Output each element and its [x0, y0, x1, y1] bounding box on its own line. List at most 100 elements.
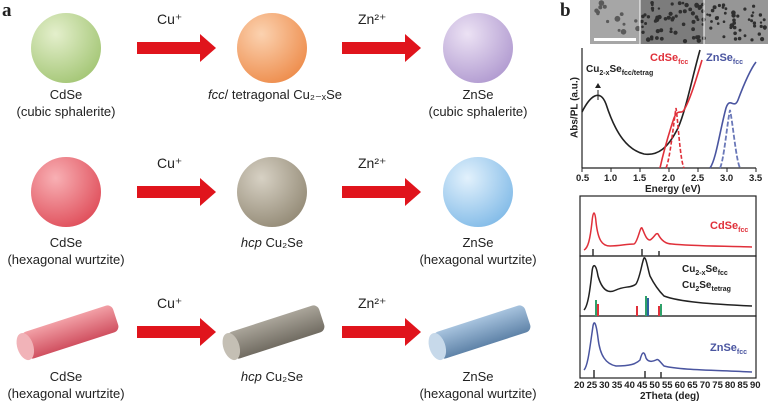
- xrd-plot-frame: [579, 195, 757, 379]
- nanocrystal-dot: [657, 7, 661, 10]
- nanocrystal-dot: [721, 6, 725, 9]
- two-theta-tick-7: 55: [662, 380, 673, 391]
- nanocrystal-dot: [722, 35, 726, 39]
- panel-b-graphics: [579, 0, 768, 379]
- row3-start-desc: (hexagonal wurtzite): [7, 386, 125, 401]
- row2-middle-label: hcp Cu₂Se: [212, 234, 332, 251]
- xrd-cu2xse-pattern: [583, 257, 753, 311]
- nanocrystal-dot: [758, 13, 763, 17]
- nanocrystal-dot: [598, 0, 605, 6]
- energy-tick-3: 2.0: [662, 173, 676, 184]
- energy-xlabel: Energy (eV): [645, 184, 701, 195]
- znse-rod: [428, 305, 531, 361]
- nanocrystal-dot: [655, 29, 660, 34]
- nanocrystal-dot: [697, 6, 702, 10]
- two-theta-tick-9: 65: [687, 380, 698, 391]
- two-theta-tick-10: 70: [699, 380, 711, 391]
- row1-end-desc: (cubic sphalerite): [428, 104, 528, 119]
- nanocrystal-dot: [671, 16, 675, 20]
- nanocrystal-dot: [645, 37, 651, 42]
- row2-end-desc: (hexagonal wurtzite): [419, 252, 537, 267]
- xrd-cdse-pattern: [583, 212, 753, 251]
- energy-tick-0: 0.5: [576, 173, 590, 184]
- nanocrystal-dot: [716, 22, 720, 25]
- nanocrystal-dot: [763, 27, 767, 30]
- nanocrystal-dot: [751, 11, 755, 14]
- arrow-row2-cu: [137, 178, 216, 206]
- cu2xse-absorption-curve: [581, 49, 701, 156]
- nanocrystal-dot: [757, 32, 761, 36]
- nanocrystal-dot: [620, 29, 627, 35]
- arrow-row2-zn: [342, 178, 421, 206]
- energy-tick-6: 3.5: [749, 173, 763, 184]
- nanocrystal-dot: [710, 20, 713, 23]
- energy-tick-5: 3.0: [720, 173, 734, 184]
- xrd-cdse-ticks: [592, 249, 660, 256]
- nanocrystal-dot: [759, 21, 763, 24]
- row1-start-label: CdSe (cubic sphalerite): [6, 86, 126, 120]
- nanocrystal-dot: [678, 9, 683, 14]
- nanocrystal-dot: [617, 28, 621, 32]
- two-theta-tick-5: 45: [636, 380, 648, 391]
- nanocrystal-dot: [640, 19, 644, 24]
- nanocrystal-dot: [614, 15, 621, 22]
- znse-cubic-sphere: [443, 13, 513, 83]
- nanocrystal-dot: [641, 30, 645, 34]
- nanocrystal-dot: [659, 36, 664, 41]
- row3-end-desc: (hexagonal wurtzite): [419, 386, 537, 401]
- cdse-cubic-sphere: [31, 13, 101, 83]
- nanocrystal-dot: [655, 36, 659, 40]
- znse-hex-sphere: [443, 157, 513, 227]
- nanocrystal-dot: [691, 27, 695, 32]
- nanocrystal-dot: [736, 14, 740, 18]
- cdse-rod: [16, 305, 119, 361]
- nanocrystal-dot: [724, 7, 728, 11]
- nanocrystal-dot: [731, 13, 736, 18]
- nanocrystal-dot: [750, 19, 754, 23]
- nanocrystal-dot: [722, 20, 726, 24]
- abs-pl-plot-frame: [581, 48, 757, 172]
- two-theta-tick-0: 20: [574, 380, 585, 391]
- nanocrystal-dot: [688, 7, 693, 12]
- two-theta-tick-8: 60: [674, 380, 686, 391]
- arrow-row3-cu: [137, 318, 216, 346]
- row3-end-name: ZnSe: [462, 369, 494, 384]
- energy-tick-1: 1.0: [604, 173, 618, 184]
- two-theta-tick-6: 50: [649, 380, 660, 391]
- nanocrystal-dot: [691, 19, 696, 24]
- abs-pl-ylabel: Abs/PL (a.u.): [569, 77, 581, 138]
- nanocrystal-dot: [762, 18, 766, 22]
- nanocrystal-dot: [657, 14, 662, 20]
- arrow-row1-cu: [137, 34, 216, 62]
- nanocrystal-dot: [594, 8, 599, 13]
- two-theta-tick-12: 80: [724, 380, 736, 391]
- row1-start-name: CdSe: [49, 87, 83, 102]
- nanocrystal-dot: [681, 22, 686, 27]
- tem-micrograph: [590, 0, 768, 44]
- row2-end-label: ZnSe (hexagonal wurtzite): [412, 234, 544, 268]
- nanocrystal-dot: [651, 9, 654, 12]
- xrd-cu2xse-fcc-label: Cu2-xSefcc: [682, 264, 728, 277]
- nanocrystal-dot: [701, 3, 705, 7]
- nanocrystal-dot: [673, 30, 678, 35]
- nanocrystal-dot: [717, 3, 721, 8]
- energy-tick-4: 2.5: [691, 173, 705, 184]
- nanocrystal-dot: [752, 4, 756, 8]
- nanocrystal-dot: [598, 5, 603, 10]
- nanocrystal-dot: [696, 18, 700, 22]
- row3-start-name: CdSe: [49, 369, 83, 384]
- two-theta-tick-3: 35: [611, 380, 623, 391]
- nanocrystal-dot: [634, 19, 638, 23]
- nanocrystal-dot: [650, 3, 654, 7]
- row3-start-label: CdSe (hexagonal wurtzite): [6, 368, 126, 402]
- panel-b-label: b: [560, 0, 571, 21]
- cu2se-hcp-sphere: [237, 157, 307, 227]
- nanocrystal-dot: [712, 5, 717, 10]
- nanocrystal-dot: [695, 35, 700, 40]
- nanocrystal-dot: [759, 24, 763, 28]
- nanocrystal-dot: [644, 22, 648, 25]
- znse-spectrum-label: ZnSefcc: [706, 52, 744, 67]
- nanocrystal-dot: [732, 21, 736, 25]
- nanocrystal-dot: [602, 4, 607, 9]
- nanocrystal-dot: [706, 13, 709, 16]
